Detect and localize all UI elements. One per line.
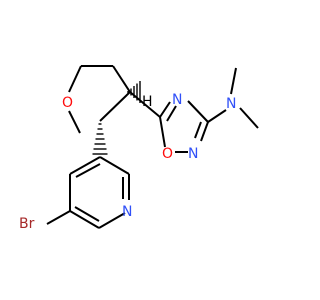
bond-o1-oxc5 [159, 116, 166, 148]
bond-c4-c3 [112, 65, 131, 93]
bond-c5-br [46, 210, 71, 225]
bond-c3-namine [207, 109, 227, 123]
molecule-canvas: O H N N O N N Br [19, 65, 259, 232]
molecule-structure: O H N N O N N Br [19, 65, 259, 232]
bond-py-c4-c3 [69, 156, 101, 175]
atom-label-oxadiazole-n2: N [188, 146, 198, 162]
bond-py-c6-c5-inner [74, 206, 100, 222]
bond-oxc5-n4-inner [166, 105, 177, 122]
bond-py-c6-c5 [69, 210, 100, 229]
bond-n4-c3 [187, 100, 209, 123]
bond-c3-n2 [200, 121, 209, 142]
bond-py-c4-c3-inner [75, 163, 101, 178]
bond-c3-n2-inner [194, 121, 202, 139]
bond-c2-o [68, 110, 81, 134]
bond-namine-me2 [239, 107, 259, 129]
atom-label-oxadiazole-o1: O [162, 146, 173, 162]
bond-c3-oxc5 [129, 91, 161, 118]
bond-oxc5-n4-double [159, 101, 171, 118]
bond-py-c3-c2 [99, 156, 130, 175]
atom-label-oxadiazole-n4: N [172, 92, 182, 108]
bond-py-n1-c6 [98, 212, 126, 229]
atom-label-stereo-hydrogen: H [142, 94, 153, 110]
atom-label-bromine: Br [19, 216, 35, 232]
bond-namine-me1 [230, 67, 237, 95]
hash-bond-c2-pyridine [92, 123, 108, 155]
atom-label-pyridine-nitrogen: N [122, 204, 132, 220]
atom-label-thf-oxygen: O [62, 95, 73, 111]
bond-c3-c2 [99, 91, 131, 122]
bond-o-c5 [68, 65, 82, 93]
atom-label-amine-nitrogen: N [226, 96, 236, 112]
